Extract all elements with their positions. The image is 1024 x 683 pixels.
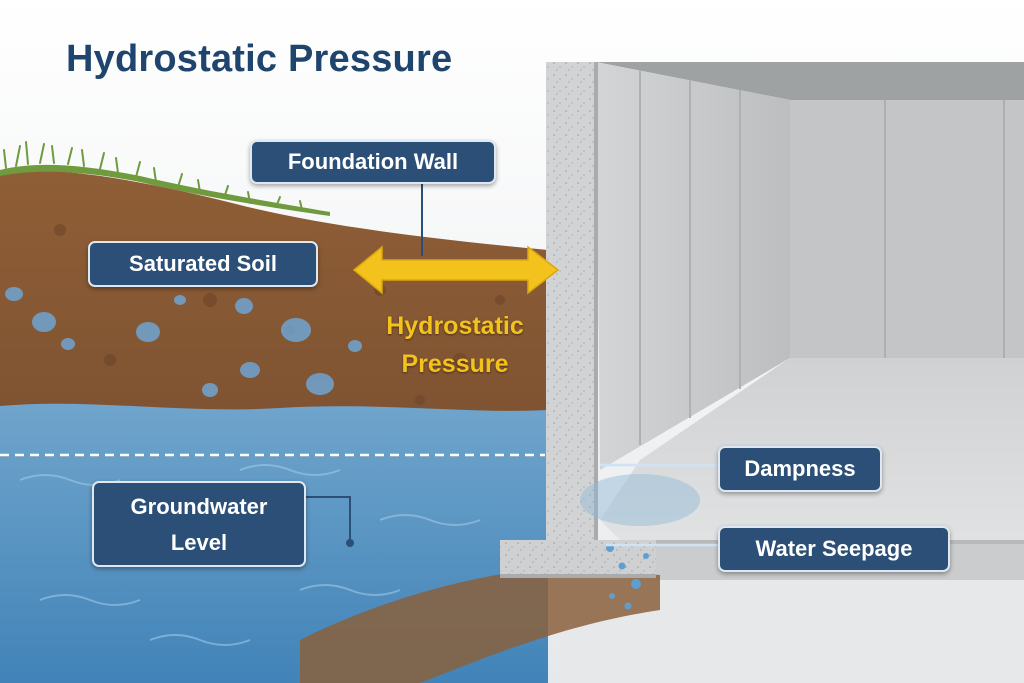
callout-leaders	[306, 184, 423, 541]
hydrostatic-pressure-label: Hydrostatic Pressure	[355, 307, 555, 383]
footing-soil	[300, 568, 660, 683]
back-wall	[790, 100, 1024, 358]
saturated-soil-label: Saturated Soil	[88, 241, 318, 287]
dampness-label: Dampness	[718, 446, 882, 492]
ceiling	[596, 62, 1024, 100]
page-title: Hydrostatic Pressure	[66, 38, 453, 80]
grass	[0, 164, 330, 216]
groundwater-level-line-2: Level	[170, 530, 228, 555]
groundwater-level-line-1: Groundwater	[130, 494, 268, 519]
inner-side-wall	[596, 62, 790, 470]
groundwater-level-label: Groundwater Level	[92, 481, 306, 567]
double-arrow-icon	[352, 245, 560, 295]
hydrostatic-pressure-line-1: Hydrostatic	[386, 312, 524, 340]
water-seepage-label: Water Seepage	[718, 526, 950, 572]
foundation-wall-label: Foundation Wall	[250, 140, 496, 184]
dampness-stain	[580, 474, 700, 526]
seepage-drops	[606, 544, 649, 610]
hydrostatic-pressure-line-2: Pressure	[401, 350, 509, 378]
soil-water-droplets	[5, 287, 362, 397]
